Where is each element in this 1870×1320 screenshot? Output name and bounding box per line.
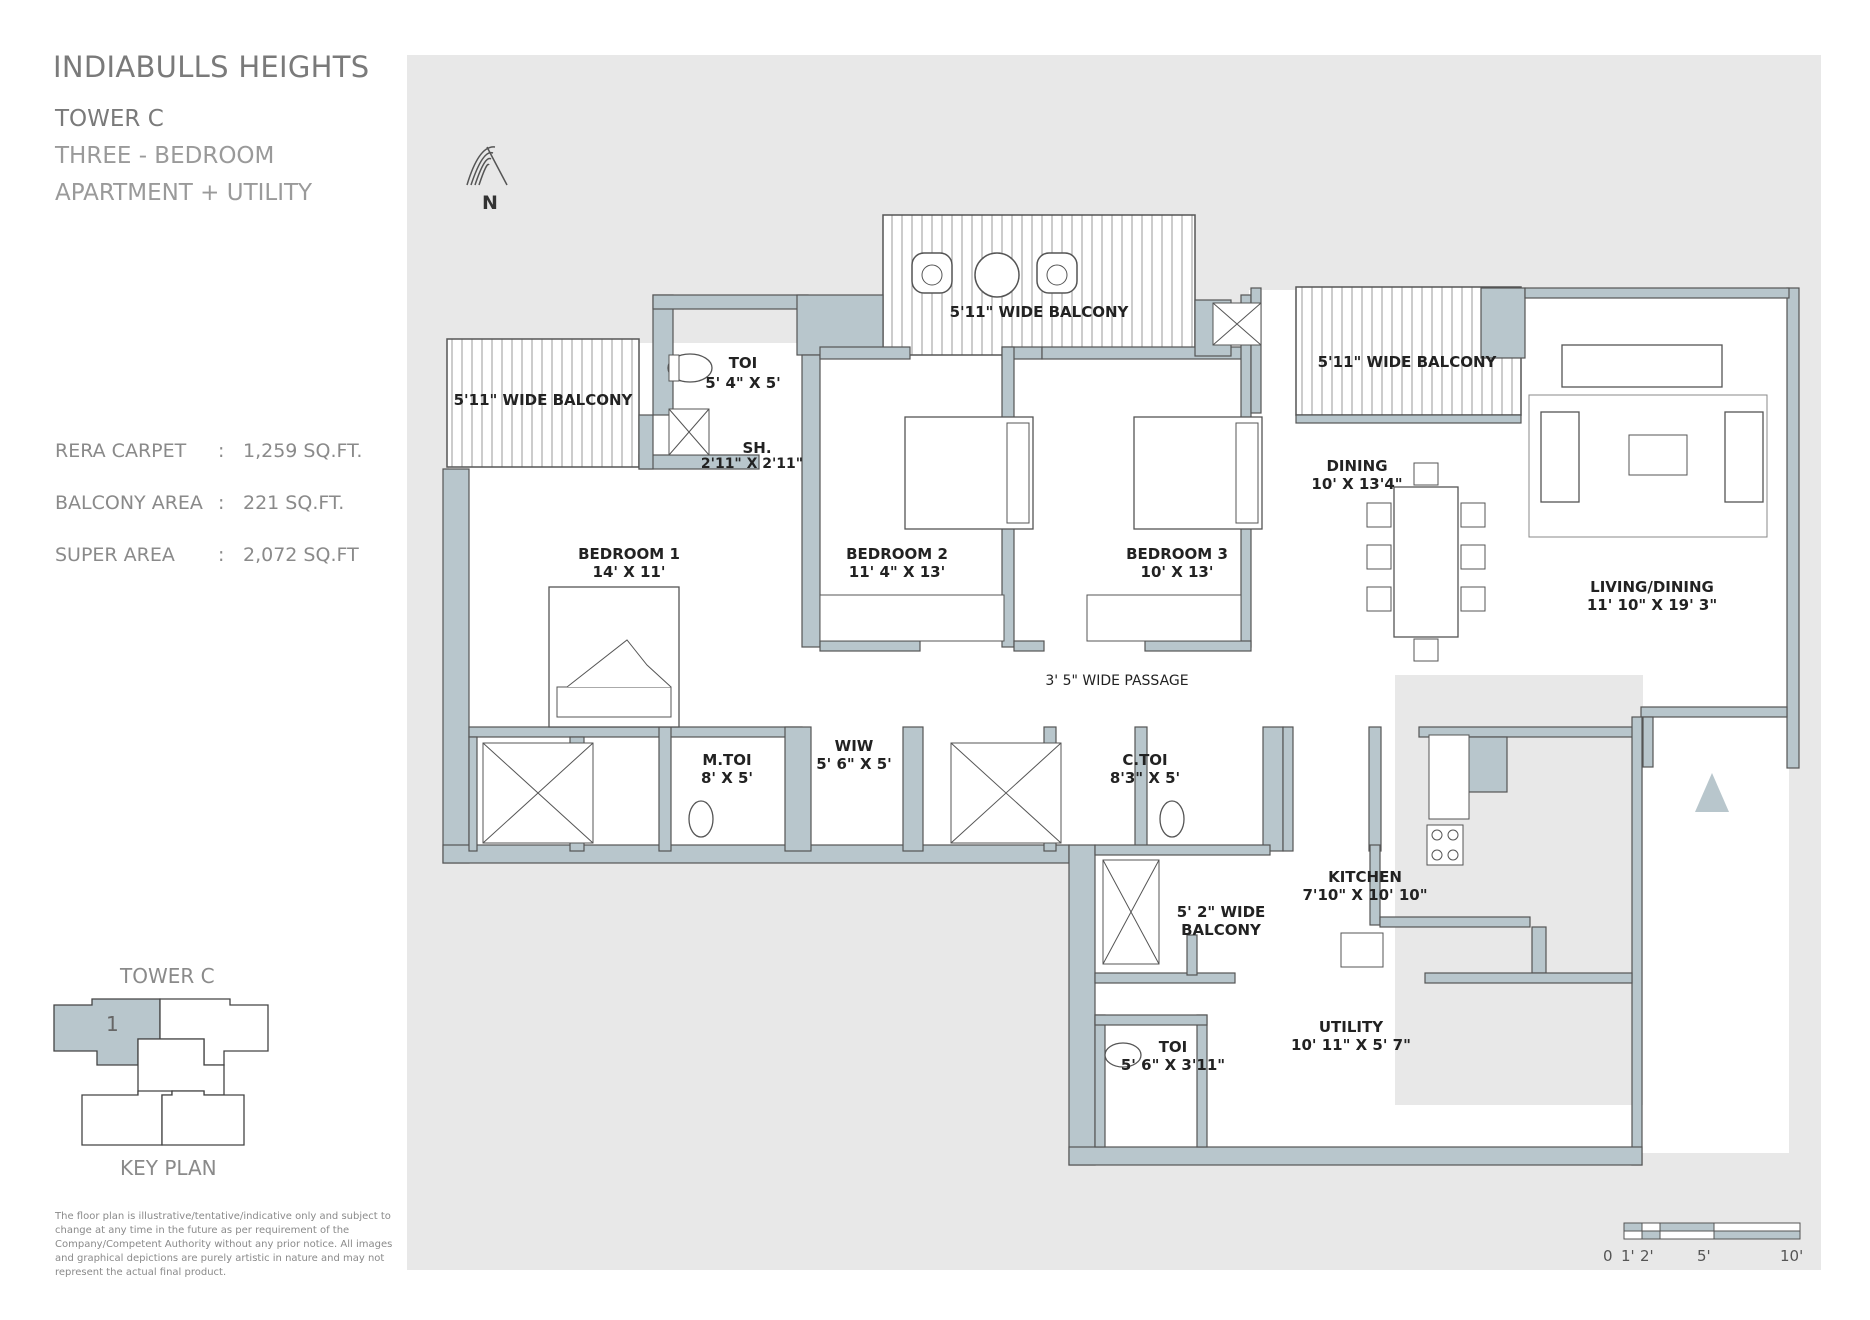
label-toi2-dim: 5' 6" X 3'11" <box>1121 1056 1225 1074</box>
floor-plan-panel: N <box>407 55 1821 1270</box>
north-label: N <box>482 192 498 214</box>
label-kitchen: KITCHEN <box>1328 868 1402 886</box>
label-balcony-small-1: 5' 2" WIDE <box>1177 903 1266 921</box>
sink-icon <box>1340 932 1384 968</box>
wardrobe-bedroom2 <box>819 594 1005 642</box>
label-toi1-dim: 5' 4" X 5' <box>705 374 781 392</box>
label-toi1: TOI <box>729 354 758 372</box>
key-plan-unit-3 <box>81 1090 173 1146</box>
dining-table-icon <box>1366 462 1486 662</box>
fridge-icon <box>1428 734 1470 820</box>
bed-icon <box>1133 416 1263 530</box>
label-bedroom2: BEDROOM 2 <box>846 545 948 563</box>
entry-arrow-icon-shape <box>1695 773 1729 812</box>
unit-type-line2: APARTMENT + UTILITY <box>55 180 313 206</box>
scale-tick-5: 5' <box>1697 1247 1711 1265</box>
toilet-icon <box>1104 1042 1142 1068</box>
bed-icon <box>548 586 680 728</box>
toilet-icon <box>1159 800 1185 838</box>
scale-tick-10: 10' <box>1780 1247 1803 1265</box>
north-arrow-icon: N <box>466 146 508 214</box>
key-plan-unit-number: 1 <box>106 1012 119 1036</box>
project-title: INDIABULLS HEIGHTS <box>53 50 370 84</box>
label-bedroom1: BEDROOM 1 <box>578 545 680 563</box>
label-utility: UTILITY <box>1319 1018 1384 1036</box>
balcony-table-icon <box>974 252 1020 298</box>
label-kitchen-dim: 7'10" X 10' 10" <box>1302 886 1427 904</box>
area-label: SUPER AREA <box>55 544 175 566</box>
scale-tick-0: 0 <box>1603 1247 1613 1265</box>
label-balcony-top: 5'11" WIDE BALCONY <box>950 303 1130 321</box>
unit-type-line1: THREE - BEDROOM <box>55 143 275 169</box>
label-living: LIVING/DINING <box>1590 578 1714 596</box>
room-labels: 5'11" WIDE BALCONY 5'11" WIDE BALCONY 5'… <box>454 303 1718 1074</box>
wall-left <box>442 468 470 864</box>
area-value: 1,259 SQ.FT. <box>243 440 363 462</box>
disclaimer-text: The floor plan is illustrative/tentative… <box>55 1211 393 1278</box>
label-toi2: TOI <box>1159 1038 1188 1056</box>
balcony-chair-icon <box>911 252 953 294</box>
label-sh-dim: 2'11" X 2'11" <box>701 456 803 472</box>
toilet-icon <box>667 353 713 383</box>
area-sep: : <box>218 492 225 514</box>
label-bedroom1-dim: 14' X 11' <box>593 563 666 581</box>
floor-plan: N <box>442 146 1803 1265</box>
label-ctoi-dim: 8'3" X 5' <box>1110 769 1180 787</box>
scale-tick-2: 2' <box>1640 1247 1654 1265</box>
label-bedroom3: BEDROOM 3 <box>1126 545 1228 563</box>
label-passage: 3' 5" WIDE PASSAGE <box>1045 673 1188 689</box>
bed-icon <box>904 416 1034 530</box>
wardrobe-bedroom3 <box>1086 594 1242 642</box>
label-balcony-left: 5'11" WIDE BALCONY <box>454 391 634 409</box>
scale-bar: 0 1' 2' 5' 10' <box>1603 1222 1803 1265</box>
area-sep: : <box>218 544 225 566</box>
key-plan-title: TOWER C <box>120 964 215 988</box>
balcony-left <box>446 338 640 468</box>
area-value: 2,072 SQ.FT <box>243 544 359 566</box>
label-mtoi-dim: 8' X 5' <box>701 769 753 787</box>
label-balcony-right: 5'11" WIDE BALCONY <box>1318 353 1498 371</box>
tower-label: TOWER C <box>55 106 164 132</box>
label-balcony-small-2: BALCONY <box>1181 921 1262 939</box>
key-plan-label: KEY PLAN <box>120 1156 217 1180</box>
key-plan-diagram: 1 <box>53 998 269 1146</box>
toilet-icon <box>688 800 714 838</box>
area-sep: : <box>218 440 225 462</box>
info-panel: INDIABULLS HEIGHTS TOWER C THREE - BEDRO… <box>0 0 405 1320</box>
sofa-icon <box>1528 344 1768 538</box>
balcony-chair-icon <box>1036 252 1078 294</box>
label-utility-dim: 10' 11" X 5' 7" <box>1291 1036 1411 1054</box>
key-plan-unit-4 <box>161 1090 245 1146</box>
label-bedroom3-dim: 10' X 13' <box>1141 563 1214 581</box>
label-mtoi: M.TOI <box>702 751 751 769</box>
label-sh: SH. <box>742 439 771 457</box>
label-bedroom2-dim: 11' 4" X 13' <box>849 563 945 581</box>
label-wiw-dim: 5' 6" X 5' <box>816 755 892 773</box>
label-ctoi: C.TOI <box>1122 751 1167 769</box>
area-label: RERA CARPET <box>55 440 187 462</box>
label-dining: DINING <box>1326 457 1387 475</box>
area-value: 221 SQ.FT. <box>243 492 345 514</box>
label-wiw: WIW <box>835 737 874 755</box>
stove-icon <box>1426 824 1464 866</box>
area-label: BALCONY AREA <box>55 492 203 514</box>
label-living-dim: 11' 10" X 19' 3" <box>1587 596 1717 614</box>
walls <box>442 287 1800 1166</box>
label-dining-dim: 10' X 13'4" <box>1311 475 1402 493</box>
scale-tick-1: 1' <box>1621 1247 1635 1265</box>
